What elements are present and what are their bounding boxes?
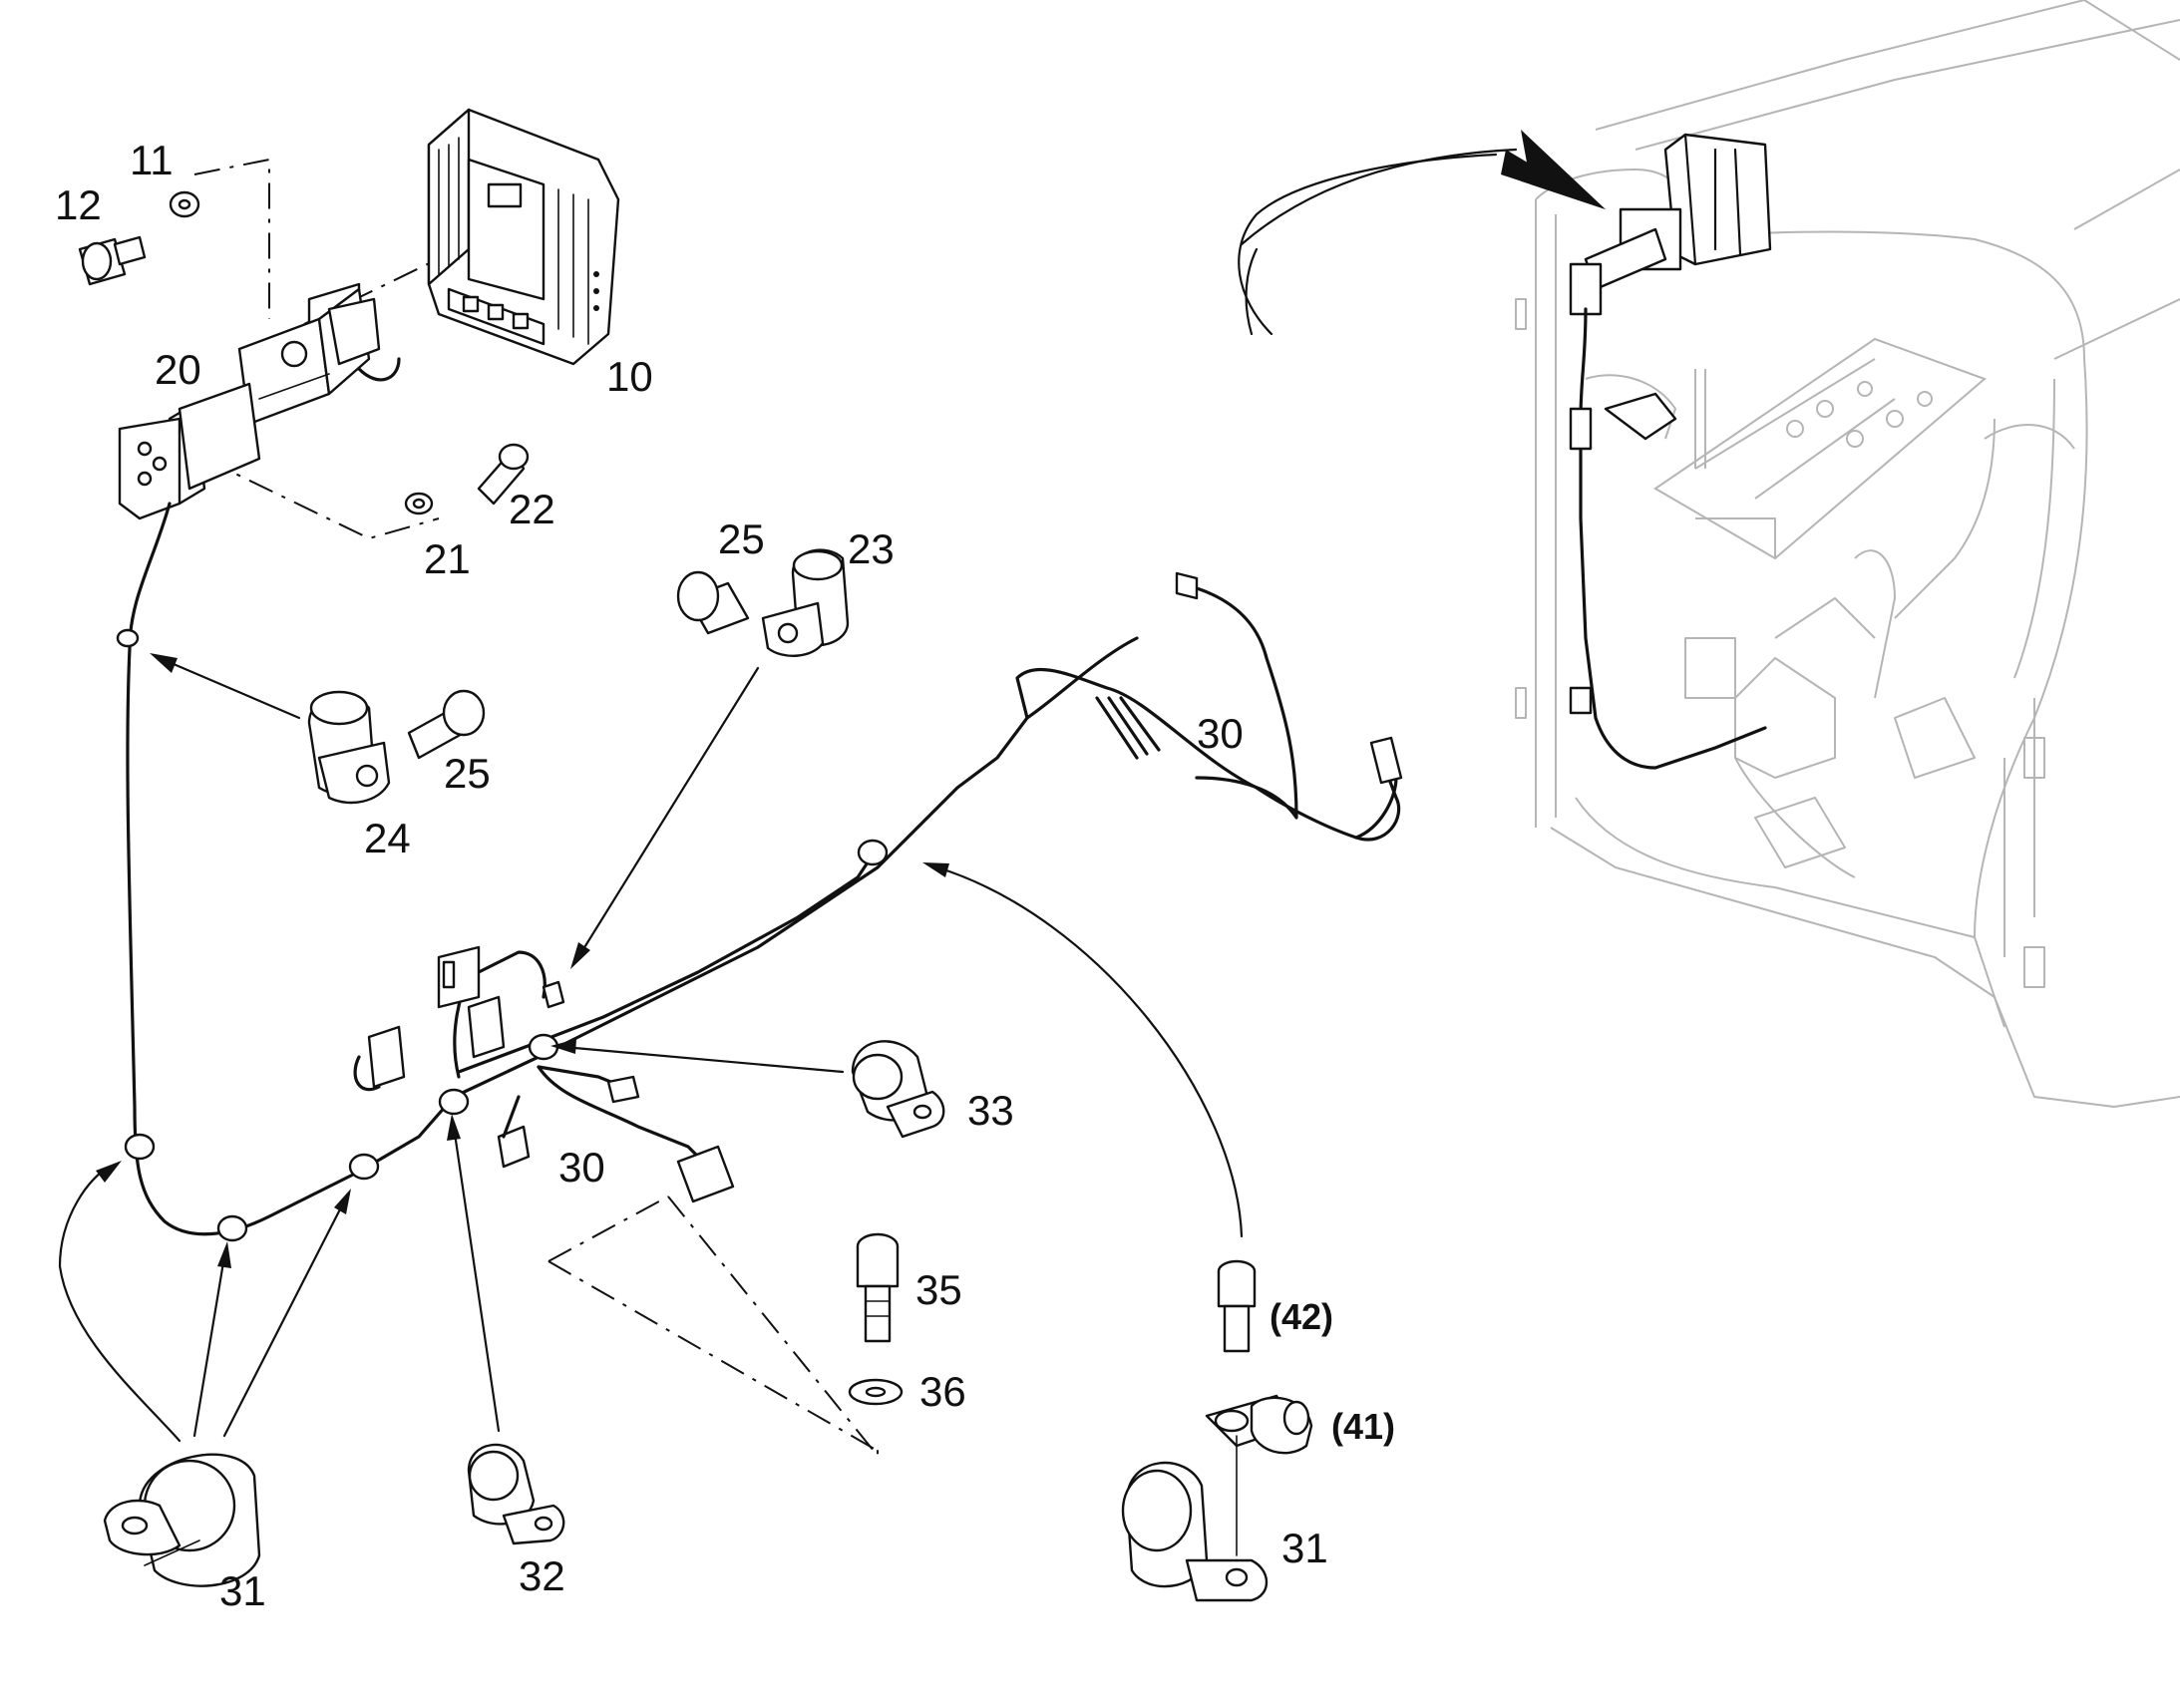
callout-35: 35 xyxy=(915,1266,962,1313)
context-arrow xyxy=(1238,130,1606,336)
callout-32: 32 xyxy=(519,1552,565,1599)
callout-33: 33 xyxy=(967,1087,1014,1134)
washer-36 xyxy=(848,1378,904,1406)
screw-12 xyxy=(78,235,147,286)
washer-11 xyxy=(169,190,200,218)
bracket-20 xyxy=(118,282,401,520)
callout-36: 36 xyxy=(919,1368,966,1415)
callout-31-right: 31 xyxy=(1281,1525,1328,1571)
callout-10: 10 xyxy=(606,353,653,400)
callout-21: 21 xyxy=(424,535,471,582)
callout-31-left: 31 xyxy=(219,1567,266,1614)
display-unit-10 xyxy=(427,108,620,366)
bolt-25-lower xyxy=(407,689,486,760)
callout-20: 20 xyxy=(155,346,201,393)
callout-labels: 12 11 10 20 22 21 25 23 25 24 30 30 33 3… xyxy=(55,137,1395,1614)
leader-arrows xyxy=(58,653,1244,1443)
callout-11: 11 xyxy=(130,137,174,183)
clip-33 xyxy=(851,1040,945,1139)
screw-35 xyxy=(856,1232,900,1343)
callout-41: (41) xyxy=(1331,1406,1395,1447)
bolt-25-upper xyxy=(676,570,750,635)
clamp-24 xyxy=(307,690,391,805)
clamp-41 xyxy=(1205,1394,1313,1455)
callout-42: (42) xyxy=(1270,1296,1333,1337)
callout-24: 24 xyxy=(364,815,411,861)
clamp-31-right xyxy=(1121,1435,1269,1602)
callout-25-lower: 25 xyxy=(444,750,491,797)
callout-25-upper: 25 xyxy=(718,515,765,562)
callout-30-upper: 30 xyxy=(1197,710,1244,757)
clamp-23 xyxy=(761,548,850,657)
callout-30-lower: 30 xyxy=(558,1144,605,1191)
clip-32 xyxy=(467,1443,565,1545)
wiring-harness-30 xyxy=(116,502,1403,1242)
callout-23: 23 xyxy=(848,525,895,572)
washer-21 xyxy=(404,492,434,515)
callout-12: 12 xyxy=(55,181,102,228)
clamp-31-left xyxy=(103,1453,261,1587)
screw-42 xyxy=(1217,1259,1257,1353)
callout-22: 22 xyxy=(509,486,555,532)
cab-context-view xyxy=(1515,0,2180,1108)
screw-22 xyxy=(477,443,530,506)
